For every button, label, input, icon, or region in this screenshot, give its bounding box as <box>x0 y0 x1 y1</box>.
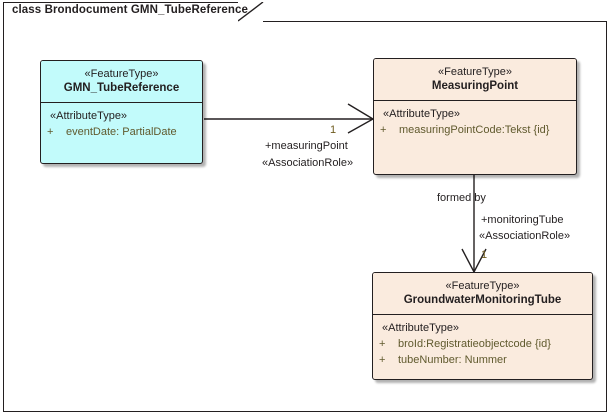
attribute-row: + eventDate: PartialDate <box>47 124 198 140</box>
association-role-measuringpoint: +measuringPoint <box>265 140 348 152</box>
attribute-text: measuringPointCode:Tekst {id} <box>399 124 550 136</box>
class-name: MeasuringPoint <box>431 80 519 92</box>
association-multiplicity-monitoringtube: 1 <box>481 249 488 261</box>
association-name-formed-by: formed by <box>437 192 486 204</box>
association-multiplicity-measuringpoint: 1 <box>330 124 337 136</box>
diagram-title-tab-edge <box>3 2 4 22</box>
class-stereotype: «FeatureType» <box>438 66 512 78</box>
attribute-visibility: + <box>379 338 386 350</box>
class-box-measuringpoint[interactable]: «FeatureType» MeasuringPoint «AttributeT… <box>373 58 577 175</box>
attribute-visibility: + <box>380 124 387 136</box>
class-box-groundwatermonitoringtube[interactable]: «FeatureType» GroundwaterMonitoringTube … <box>372 272 593 380</box>
class-name: GroundwaterMonitoringTube <box>403 294 562 306</box>
class-header-groundwatermonitoringtube: «FeatureType» GroundwaterMonitoringTube <box>373 273 592 315</box>
association-role-stereotype-measuringpoint: «AssociationRole» <box>262 157 354 169</box>
attribute-stereotype: «AttributeType» <box>50 110 128 122</box>
class-box-gmn-tubereference[interactable]: «FeatureType» GMN_TubeReference «Attribu… <box>40 60 203 164</box>
class-stereotype: «FeatureType» <box>445 280 520 292</box>
diagram-title-tab-diagonal-icon <box>238 2 264 22</box>
attribute-text: eventDate: PartialDate <box>66 126 177 138</box>
attribute-text: tubeNumber: Nummer <box>398 354 507 366</box>
attribute-row: + measuringPointCode:Tekst {id} <box>380 122 572 138</box>
class-name: GMN_TubeReference <box>63 82 180 94</box>
attribute-row: + tubeNumber: Nummer <box>379 352 588 368</box>
class-attributes-groundwatermonitoringtube: «AttributeType» + broId:Registratieobjec… <box>373 315 592 375</box>
diagram-frame-top-edge <box>263 21 607 22</box>
diagram-title-label: class Brondocument GMN_TubeReference <box>12 4 248 16</box>
attribute-visibility: + <box>379 354 386 366</box>
attribute-row: + broId:Registratieobjectcode {id} <box>379 336 588 352</box>
class-attributes-gmn-tubereference: «AttributeType» + eventDate: PartialDate <box>41 103 202 147</box>
association-role-monitoringtube: +monitoringTube <box>481 214 564 226</box>
diagram-frame <box>3 21 607 412</box>
class-header-measuringpoint: «FeatureType» MeasuringPoint <box>374 59 576 101</box>
association-role-stereotype-monitoringtube: «AssociationRole» <box>479 230 571 242</box>
attribute-visibility: + <box>47 126 54 138</box>
class-stereotype: «FeatureType» <box>84 68 159 80</box>
attribute-text: broId:Registratieobjectcode {id} <box>398 338 551 350</box>
class-attributes-measuringpoint: «AttributeType» + measuringPointCode:Tek… <box>374 101 576 145</box>
attribute-stereotype: «AttributeType» <box>382 322 460 334</box>
attribute-stereotype: «AttributeType» <box>383 108 461 120</box>
class-header-gmn-tubereference: «FeatureType» GMN_TubeReference <box>41 61 202 103</box>
